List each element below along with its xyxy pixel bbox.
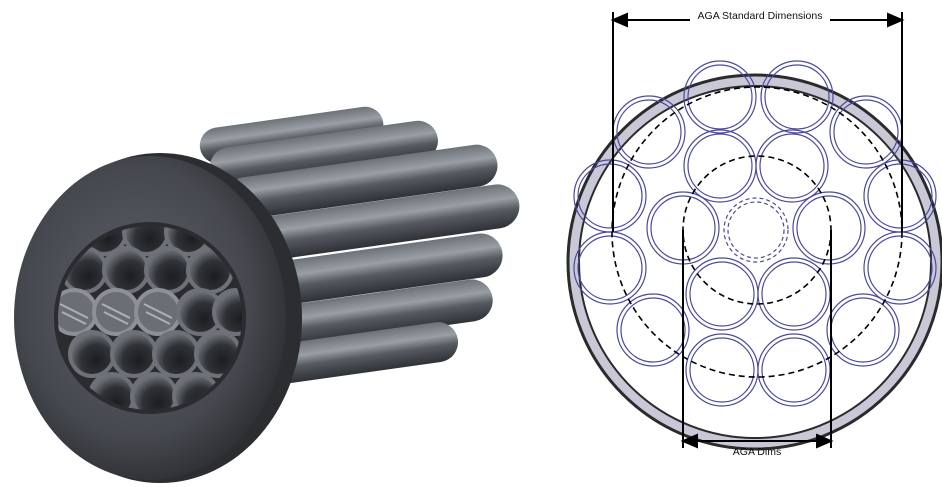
bundle-tube [209,120,438,188]
tube-circle [573,231,647,305]
tube-bore [152,330,200,378]
tube-layout [573,60,937,407]
aga-dims-label: AGA Dims [733,446,781,458]
tube-circle [760,60,834,134]
bore-highlights [59,303,173,325]
tube-bore [144,246,192,294]
bundle-tube [229,184,520,263]
cross-section-diagram: AGA Standard Dimensions AGA Dims [566,8,942,458]
tube-circle [863,231,937,305]
tube-circle [683,60,757,134]
tube-bore [102,246,150,294]
tube-bore [110,330,158,378]
bundle-tube [239,279,493,352]
tube-bundle-render [14,106,520,483]
center-tube-dashed [723,197,789,263]
tube-bore [212,288,242,336]
standard-label-bg [690,8,830,22]
tube-bore [68,330,116,378]
standard-dimension-label: AGA Standard Dimensions [698,10,823,22]
bundle-tube [234,233,503,309]
aga-dimension [680,230,834,449]
tube-circle [755,129,829,203]
tube-circle [616,293,690,367]
bundle-tubes [199,106,520,388]
bundle-tube [224,144,498,220]
tube-circle [792,191,866,265]
